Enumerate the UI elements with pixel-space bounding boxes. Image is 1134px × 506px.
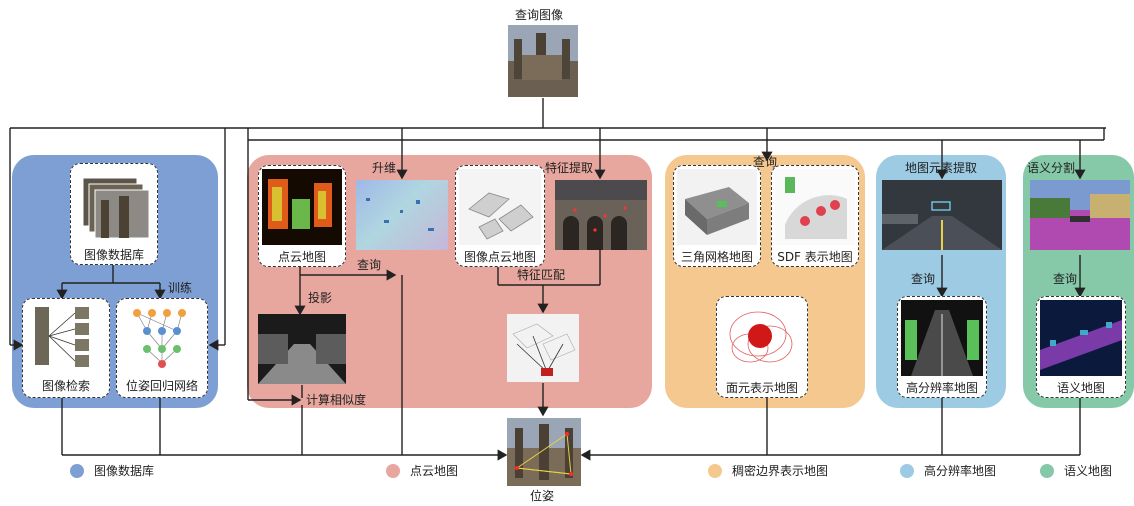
hd-map-label: 高分辨率地图 bbox=[905, 381, 978, 395]
surfel-map-image bbox=[720, 300, 804, 376]
point-cloud-map-card: 点云地图 bbox=[258, 165, 346, 267]
semantic-map-label: 语义地图 bbox=[1056, 381, 1105, 395]
point-cloud-map-label: 点云地图 bbox=[277, 250, 326, 264]
legend-label-3: 高分辨率地图 bbox=[924, 464, 997, 478]
hd-map-image bbox=[901, 300, 983, 376]
image-database-card: 图像数据库 bbox=[70, 163, 158, 265]
similarity-label: 计算相似度 bbox=[306, 393, 367, 407]
image-retrieval-label: 图像检索 bbox=[41, 379, 90, 393]
mesh-map-image bbox=[677, 169, 757, 245]
query-label-hd: 查询 bbox=[911, 272, 936, 286]
neural-network-icon bbox=[133, 309, 186, 368]
feature-extract-label: 特征提取 bbox=[545, 161, 594, 175]
sdf-map-image bbox=[775, 169, 855, 245]
legend-dot-4 bbox=[1040, 464, 1054, 478]
sdf-map-label: SDF 表示地图 bbox=[777, 250, 853, 264]
mesh-map-card: 三角网格地图 bbox=[673, 165, 761, 267]
semantic-map-image bbox=[1040, 300, 1122, 376]
legend-dot-1 bbox=[386, 464, 400, 478]
image-retrieval-card: 图像检索 bbox=[22, 298, 110, 398]
projection-image bbox=[258, 314, 346, 384]
query-label-red: 查询 bbox=[357, 258, 382, 272]
surfel-map-label: 面元表示地图 bbox=[725, 381, 798, 395]
feature-extract-image bbox=[555, 180, 647, 250]
pose-image bbox=[507, 418, 581, 486]
query-image-title: 查询图像 bbox=[515, 8, 564, 22]
feature-match-image bbox=[507, 314, 579, 382]
image-point-cloud-label: 图像点云地图 bbox=[463, 250, 536, 264]
legend-label-0: 图像数据库 bbox=[94, 464, 155, 478]
pose-label: 位姿 bbox=[530, 489, 555, 503]
retrieval-graph bbox=[35, 307, 89, 367]
legend-label-1: 点云地图 bbox=[410, 464, 459, 478]
semantic-segmentation-image bbox=[1030, 180, 1130, 250]
lifted-point-cloud-image bbox=[356, 180, 448, 250]
mesh-map-label: 三角网格地图 bbox=[680, 250, 753, 264]
semantic-map-card: 语义地图 bbox=[1036, 296, 1126, 398]
projection-label: 投影 bbox=[308, 291, 333, 305]
query-image bbox=[508, 25, 578, 97]
legend-label-4: 语义地图 bbox=[1064, 464, 1113, 478]
point-cloud-image bbox=[262, 169, 342, 245]
lift-label: 升维 bbox=[372, 161, 397, 175]
train-label: 训练 bbox=[168, 281, 193, 295]
legend-dot-0 bbox=[70, 464, 84, 478]
pose-regression-card: 位姿回归网络 bbox=[116, 298, 208, 398]
map-element-image bbox=[882, 180, 1002, 250]
sdf-map-card: SDF 表示地图 bbox=[771, 165, 859, 267]
query-label-semantic: 查询 bbox=[1053, 272, 1078, 286]
query-label-orange: 查询 bbox=[753, 155, 778, 169]
pose-regression-label: 位姿回归网络 bbox=[125, 379, 198, 393]
legend-label-2: 稠密边界表示地图 bbox=[732, 464, 829, 478]
semantic-segmentation-label: 语义分割 bbox=[1027, 161, 1076, 175]
legend-dot-3 bbox=[900, 464, 914, 478]
legend-dot-2 bbox=[708, 464, 722, 478]
image-database-label: 图像数据库 bbox=[83, 248, 144, 262]
image-point-cloud-card: 图像点云地图 bbox=[455, 165, 545, 267]
surfel-map-card: 面元表示地图 bbox=[716, 296, 808, 398]
image-point-cloud-image bbox=[459, 169, 541, 245]
map-element-extract-label: 地图元素提取 bbox=[905, 161, 978, 175]
hd-map-card: 高分辨率地图 bbox=[897, 296, 987, 398]
image-stack-icon bbox=[82, 177, 150, 239]
feature-match-label: 特征匹配 bbox=[517, 268, 566, 282]
